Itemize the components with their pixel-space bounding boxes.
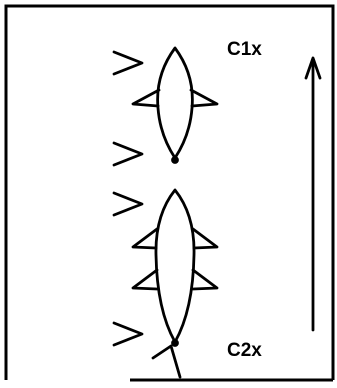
chevron-1 bbox=[112, 50, 144, 76]
upper-right-fin bbox=[189, 88, 219, 108]
upper-left-fin bbox=[131, 88, 161, 108]
lower-right-fin-2 bbox=[191, 268, 219, 291]
up-arrow-head bbox=[304, 56, 322, 80]
label-bottom: C2x bbox=[227, 340, 262, 361]
lower-left-fin-2 bbox=[131, 268, 159, 291]
lower-tail-dot bbox=[171, 339, 179, 347]
upper-organism bbox=[131, 46, 219, 164]
chevron-3 bbox=[112, 191, 144, 217]
frame bbox=[4, 4, 335, 382]
lower-right-fin-1 bbox=[191, 227, 219, 250]
lower-tail-marker bbox=[151, 344, 182, 379]
upper-body-outline bbox=[156, 46, 194, 160]
chevrons bbox=[112, 50, 144, 347]
upper-tail-dot bbox=[171, 156, 179, 164]
lower-organism bbox=[131, 188, 219, 379]
lower-left-fin-1 bbox=[131, 227, 159, 250]
label-top: C1x bbox=[227, 39, 262, 60]
chevron-4 bbox=[112, 321, 144, 347]
lower-body-outline bbox=[154, 188, 196, 344]
chevron-2 bbox=[112, 141, 144, 167]
up-arrow bbox=[304, 56, 322, 332]
